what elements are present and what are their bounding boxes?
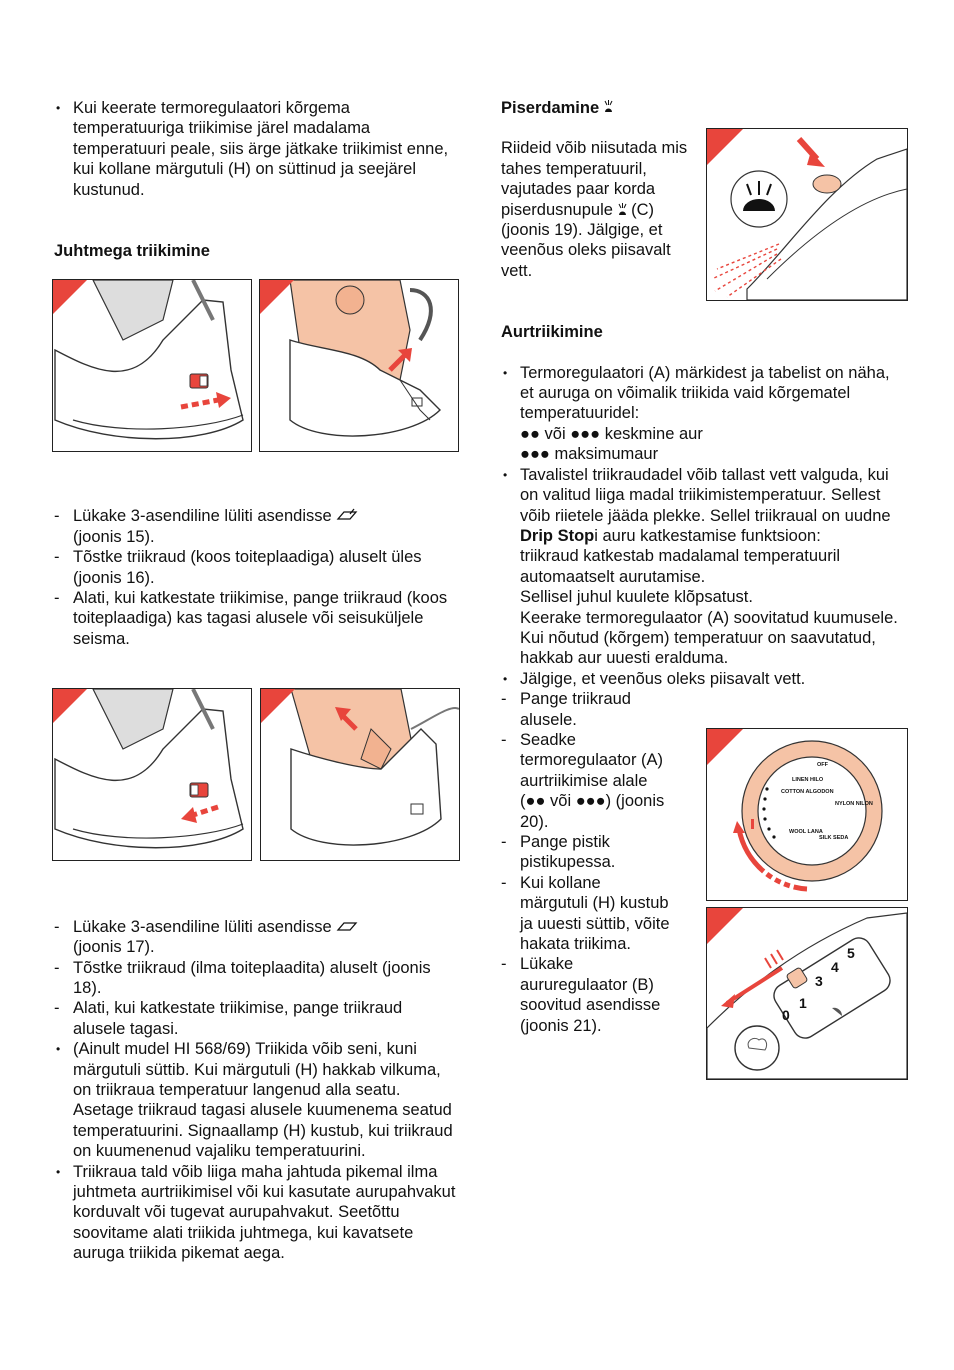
- figure-19-spray-button: [706, 128, 908, 301]
- figure-16-lift-iron-with-plate: [259, 279, 459, 452]
- list-item: •Kui keerate termoregulaatori kõrgema te…: [56, 99, 449, 199]
- figure-20-temperature-dial: OFF LINEN HILO COTTON ALGODON NYLON NILO…: [706, 728, 908, 901]
- list-item: -Tõstke triikraud (ilma toiteplaadita) a…: [54, 958, 431, 997]
- list-item: -Lükake 3-asendiline lüliti asendisse (j…: [54, 506, 456, 547]
- section-heading-corded: Juhtmega triikimine: [54, 242, 210, 261]
- list-item: -Alati, kui katkestate triikimise, pange…: [54, 999, 403, 1038]
- steam-level-3: 3: [815, 973, 823, 989]
- intro-list: •Kui keerate termoregulaatori kõrgema te…: [54, 98, 456, 200]
- steam-level-5: 5: [847, 945, 855, 961]
- dial-label-wool: WOOL LANA: [789, 829, 823, 835]
- spray-icon: [618, 202, 626, 215]
- dial-label-silk: SILK SEDA: [819, 835, 848, 841]
- list-item: -Seadke termoregulaator (A) aurtriikimis…: [501, 730, 665, 831]
- list-item: -Pange pistik pistikupessa.: [501, 833, 616, 872]
- figure-17-cordless-switch: [52, 688, 252, 861]
- section-heading-spray: Piserdamine: [501, 98, 906, 118]
- corded-list: -Lükake 3-asendiline lüliti asendisse (j…: [54, 506, 456, 649]
- steam-level-1: 1: [799, 995, 807, 1011]
- dial-label-linen: LINEN HILO: [792, 777, 824, 783]
- list-item: •Triikraua tald võib liiga maha jahtuda …: [56, 1162, 456, 1263]
- dial-label-cotton: COTTON ALGODON: [781, 789, 834, 795]
- spray-text: Riideid võib niisutada mis tahes tempera…: [501, 139, 688, 280]
- steam-level-0: 0: [782, 1007, 790, 1023]
- list-item: -Lükake aururegulaator (B) soovitud asen…: [501, 955, 661, 1035]
- list-item: •(Ainult mudel HI 568/69) Triikida võib …: [56, 1040, 453, 1161]
- right-column: Piserdamine Riideid võib niisutada mis t…: [501, 98, 906, 1036]
- figure-21-steam-regulator: 0 1 3 4 5: [706, 907, 908, 1080]
- cordless-list: -Lükake 3-asendiline lüliti asendisse (j…: [54, 917, 456, 1264]
- section-heading-steam: Aurtriikimine: [501, 323, 603, 342]
- list-item: •Termoregulaatori (A) märkidest ja tabel…: [503, 363, 890, 464]
- figure-15-corded-switch: [52, 279, 252, 452]
- steam-list: •Termoregulaatori (A) märkidest ja tabel…: [501, 363, 906, 1036]
- list-item: •Tavalistel triikraudadel võib tallast v…: [503, 465, 898, 668]
- list-item: -Alati, kui katkestate triikimise, pange…: [54, 589, 448, 648]
- list-item: -Pange triikraud alusele.: [501, 690, 631, 729]
- steam-level-4: 4: [831, 959, 839, 975]
- corded-switch-icon: [336, 509, 358, 521]
- left-column: •Kui keerate termoregulaatori kõrgema te…: [54, 98, 456, 1264]
- dial-label-off: OFF: [817, 762, 829, 768]
- list-item: •Jälgige, et veenõus oleks piisavalt vet…: [503, 669, 806, 688]
- list-item: -Kui kollane märgutuli (H) kustub ja uue…: [501, 873, 670, 954]
- list-item: -Tõstke triikraud (koos toiteplaadiga) a…: [54, 548, 422, 587]
- dial-label-nylon: NYLON NILON: [835, 801, 873, 807]
- spray-icon: [604, 100, 613, 112]
- cordless-switch-icon: [336, 922, 358, 931]
- list-item: -Lükake 3-asendiline lüliti asendisse (j…: [54, 917, 456, 958]
- figure-18-lift-iron-without-plate: [260, 688, 460, 861]
